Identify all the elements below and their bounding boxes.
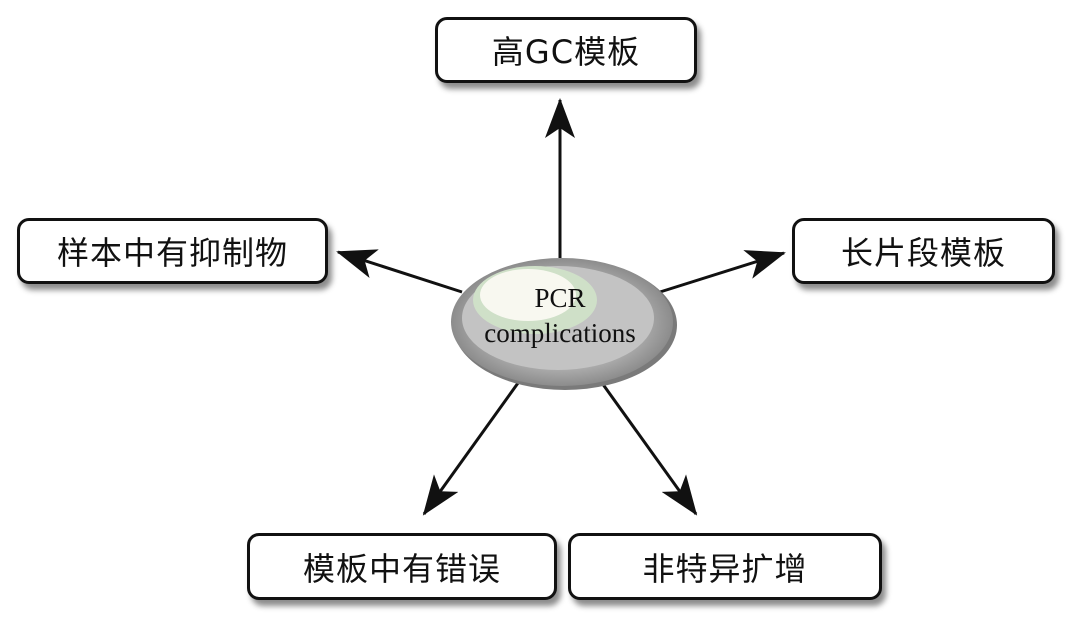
node-label: 样本中有抑制物 [56, 234, 288, 272]
arrow-to-left [336, 249, 463, 294]
arrow-to-bottom-left [422, 382, 520, 516]
center-label-line1: PCR [534, 283, 585, 313]
node-long-fragment-template: 长片段模板 [792, 218, 1055, 284]
center-ellipse-highlight-core [480, 269, 576, 321]
node-sample-inhibitors: 样本中有抑制物 [17, 218, 328, 284]
node-label: 高GC模板 [491, 33, 641, 71]
center-label-line2: complications [484, 318, 635, 348]
node-label: 长片段模板 [840, 234, 1006, 272]
node-label: 模板中有错误 [302, 549, 501, 588]
node-label: 非特异扩增 [642, 549, 808, 588]
arrow-to-right [659, 250, 786, 294]
center-node: PCR complications [451, 258, 677, 390]
node-template-errors: 模板中有错误 [247, 533, 557, 600]
node-high-gc-template: 高GC模板 [435, 17, 697, 83]
arrow-to-bottom-right [600, 382, 698, 516]
node-nonspecific-amplification: 非特异扩增 [568, 533, 882, 600]
